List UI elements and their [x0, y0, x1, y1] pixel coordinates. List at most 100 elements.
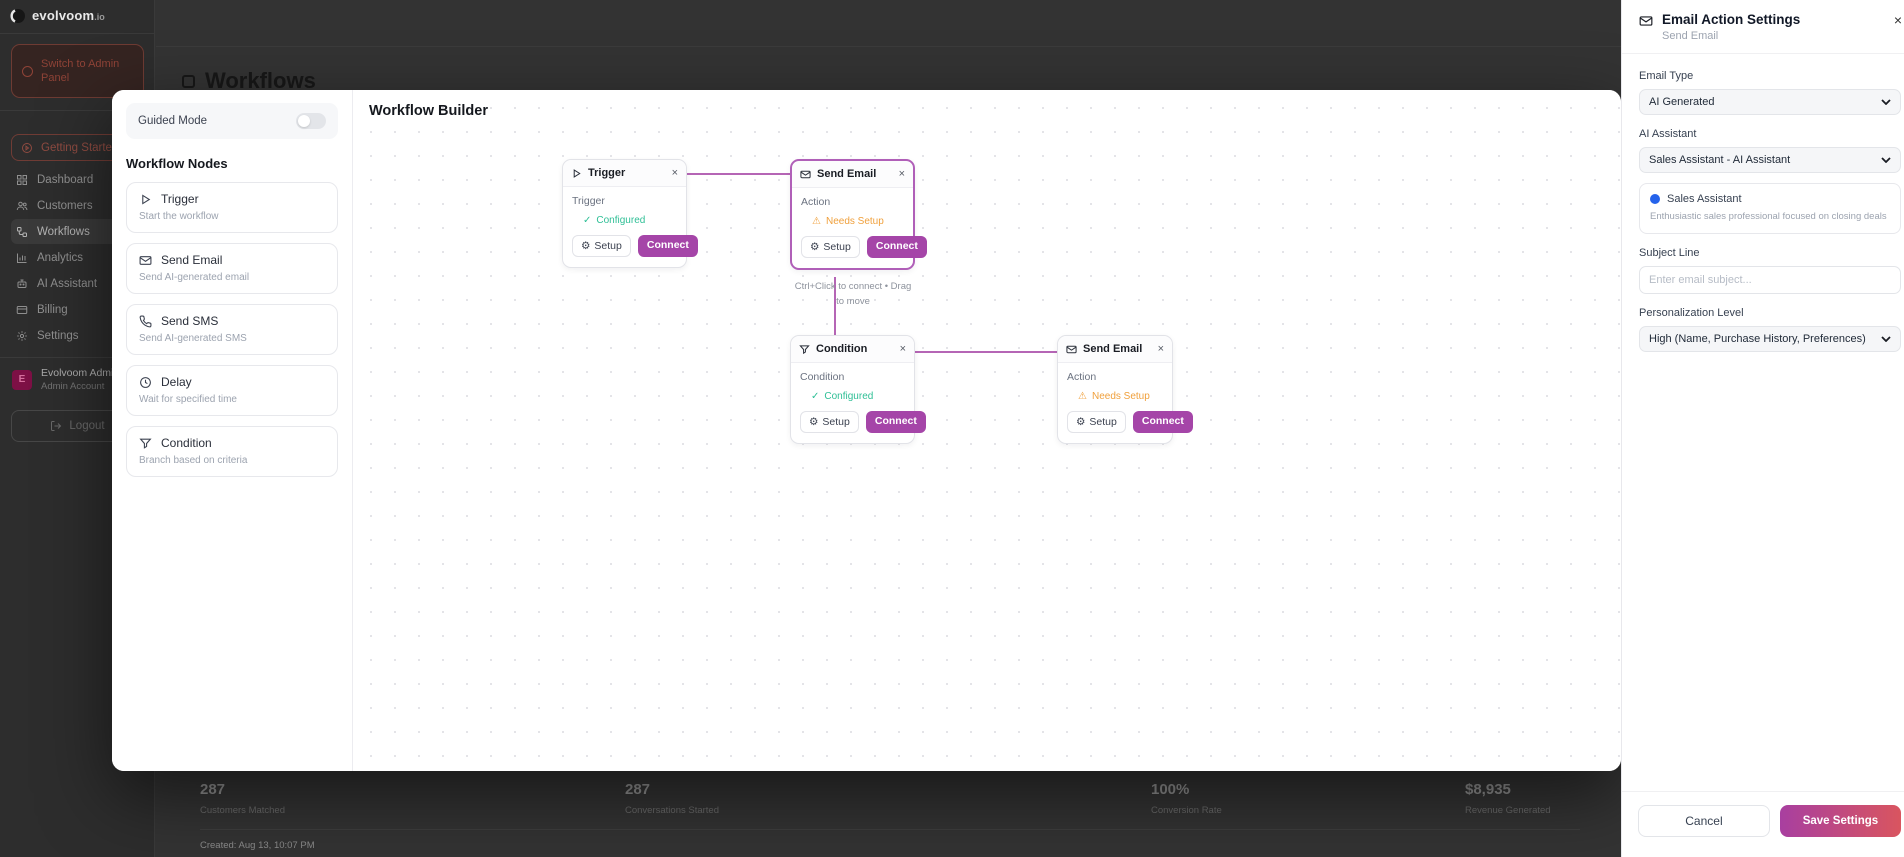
gear-icon — [17, 330, 27, 341]
palette-item-condition[interactable]: Condition Branch based on criteria — [126, 426, 338, 477]
cancel-button[interactable]: Cancel — [1638, 805, 1770, 837]
funnel-icon — [799, 344, 810, 354]
brand: evolvoom.io — [10, 7, 105, 25]
workflow-canvas[interactable]: Workflow Builder Trigger × Trigger ✓Conf… — [353, 90, 1621, 771]
gear-icon: ⚙ — [581, 240, 591, 252]
close-icon[interactable]: × — [1157, 343, 1164, 355]
switch-to-admin-label: Switch to Admin Panel — [41, 58, 120, 84]
sidebar-item-label: Billing — [37, 303, 68, 316]
logout-icon — [51, 421, 62, 431]
connect-button[interactable]: Connect — [637, 235, 698, 257]
gear-icon: ⚙ — [809, 416, 819, 428]
assistant-name: Sales Assistant — [1667, 193, 1742, 205]
panel-title: Email Action Settings — [1662, 12, 1801, 27]
sidebar-item-label: AI Assistant — [37, 277, 98, 290]
chevron-down-icon — [1881, 157, 1891, 163]
ai-assistant-label: AI Assistant — [1639, 128, 1697, 140]
funnel-icon — [139, 438, 152, 449]
sidebar-item-customers[interactable]: Customers — [11, 193, 144, 218]
node-trigger[interactable]: Trigger × Trigger ✓Configured ⚙Setup Con… — [562, 159, 698, 268]
close-icon[interactable]: × — [1893, 12, 1902, 28]
setup-button[interactable]: ⚙Setup — [800, 411, 859, 433]
palette-item-send-email[interactable]: Send Email Send AI-generated email — [126, 243, 338, 294]
email-type-select[interactable]: AI Generated — [1639, 89, 1901, 115]
sidebar-item-label: Analytics — [37, 251, 84, 264]
palette-item-send-sms[interactable]: Send SMS Send AI-generated SMS — [126, 304, 338, 355]
switch-to-admin-button[interactable]: Switch to Admin Panel — [11, 44, 144, 98]
edge-email-to-condition — [834, 277, 836, 335]
connect-button[interactable]: Connect — [866, 236, 927, 258]
sidebar-divider — [0, 357, 155, 358]
guided-mode-row: Guided Mode — [126, 103, 338, 139]
panel-subtitle: Send Email — [1662, 30, 1719, 42]
connect-button[interactable]: Connect — [1132, 411, 1193, 433]
guided-mode-label: Guided Mode — [138, 115, 208, 127]
node-condition[interactable]: Condition × Condition ✓Configured ⚙Setup… — [790, 335, 926, 444]
sidebar-item-billing[interactable]: Billing — [11, 297, 144, 322]
stat-customers-matched: 287 Customers Matched — [200, 781, 286, 816]
node-send-email-1[interactable]: Send Email × Action ⚠Needs Setup ⚙Setup … — [790, 159, 927, 270]
close-icon[interactable]: × — [899, 343, 906, 355]
setup-button[interactable]: ⚙Setup — [572, 235, 631, 257]
stat-conversion-rate: 100% Conversion Rate — [1151, 781, 1222, 816]
connect-button[interactable]: Connect — [865, 411, 926, 433]
workflows-icon — [182, 74, 195, 88]
workflow-nodes-panel: Guided Mode Workflow Nodes Trigger Start… — [112, 90, 353, 771]
warning-icon: ⚠ — [1078, 391, 1087, 402]
sidebar-item-label: Settings — [37, 329, 79, 342]
palette-item-delay[interactable]: Delay Wait for specified time — [126, 365, 338, 416]
close-icon[interactable]: × — [671, 167, 678, 179]
topbar-divider — [156, 46, 1621, 47]
sidebar-item-ai-assistant[interactable]: AI Assistant — [11, 271, 144, 296]
personalization-label: Personalization Level — [1639, 307, 1744, 319]
close-icon[interactable]: × — [898, 168, 905, 180]
ai-assistant-select[interactable]: Sales Assistant - AI Assistant — [1639, 147, 1901, 173]
phone-icon — [139, 315, 152, 327]
clock-icon — [140, 376, 151, 388]
guided-mode-toggle[interactable] — [296, 113, 326, 129]
stat-conversations-started: 287 Conversations Started — [625, 781, 719, 816]
envelope-icon — [1639, 16, 1653, 26]
credit-card-icon — [16, 305, 28, 314]
user-account: E Evolvoom Admin Admin Account — [12, 367, 212, 392]
panel-header: Email Action Settings Send Email × — [1622, 0, 1904, 54]
users-icon — [16, 201, 28, 210]
workflow-icon — [17, 226, 27, 237]
setup-button[interactable]: ⚙Setup — [1067, 411, 1126, 433]
created-timestamp: Created: Aug 13, 10:07 PM — [200, 840, 315, 851]
edge-condition-to-email — [913, 351, 1057, 353]
user-name: Evolvoom Admin — [41, 367, 120, 379]
email-type-label: Email Type — [1639, 70, 1694, 82]
assistant-description: Enthusiastic sales professional focused … — [1650, 211, 1887, 222]
chevron-down-icon — [1881, 336, 1891, 342]
email-action-settings-panel: Email Action Settings Send Email × Email… — [1621, 0, 1904, 857]
save-settings-button[interactable]: Save Settings — [1779, 805, 1901, 837]
panel-footer: Cancel Save Settings — [1622, 791, 1904, 857]
sidebar-item-analytics[interactable]: Analytics — [11, 245, 144, 270]
robot-icon — [17, 279, 27, 288]
gear-icon: ⚙ — [1076, 416, 1086, 428]
setup-button[interactable]: ⚙Setup — [801, 236, 860, 258]
sidebar-item-label: Customers — [37, 199, 93, 212]
personalization-select[interactable]: High (Name, Purchase History, Preference… — [1639, 326, 1901, 352]
sidebar-item-label: Dashboard — [37, 173, 94, 186]
play-icon — [142, 193, 151, 205]
logout-label: Logout — [69, 420, 105, 432]
subject-input[interactable] — [1639, 266, 1901, 294]
sidebar-item-settings[interactable]: Settings — [11, 323, 144, 348]
power-icon — [22, 65, 33, 77]
user-role: Admin Account — [41, 381, 105, 392]
assistant-info-card: Sales Assistant Enthusiastic sales profe… — [1639, 183, 1901, 234]
sidebar-divider — [0, 110, 155, 111]
sidebar-item-label: Workflows — [37, 225, 90, 238]
subject-line-label: Subject Line — [1639, 247, 1700, 259]
envelope-icon — [139, 255, 152, 265]
background-divider — [200, 829, 1580, 830]
sidebar-item-dashboard[interactable]: Dashboard — [11, 167, 144, 192]
gear-icon: ⚙ — [810, 241, 820, 253]
page-title: Workflows — [182, 68, 316, 94]
node-send-email-2[interactable]: Send Email × Action ⚠Needs Setup ⚙Setup … — [1057, 335, 1193, 444]
chevron-down-icon — [1881, 99, 1891, 105]
palette-item-trigger[interactable]: Trigger Start the workflow — [126, 182, 338, 233]
